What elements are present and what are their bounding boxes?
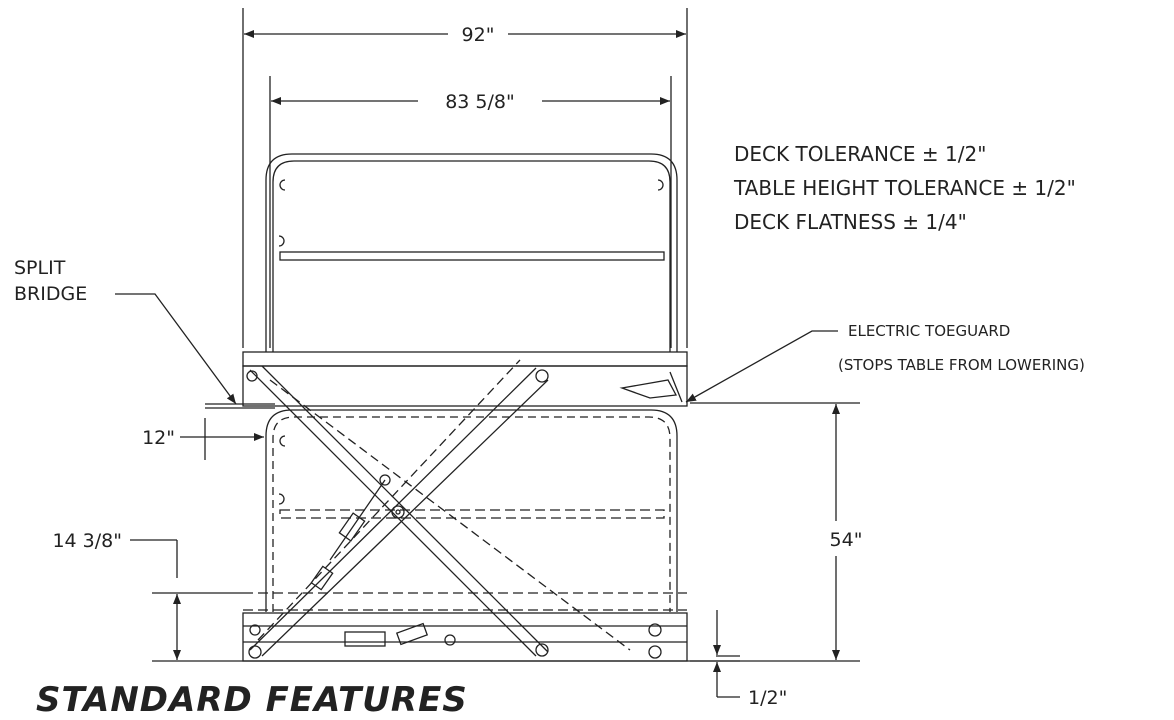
scissor-arm-a1: [249, 369, 537, 657]
base-pivot-left: [248, 645, 262, 659]
upper-pivot-left: [246, 370, 258, 382]
upper-mid-rail: [279, 251, 665, 261]
dimension-83-label: 83 5/8": [445, 91, 515, 113]
scissor-arm-a2: [261, 365, 549, 653]
base-pump-unit: [344, 631, 386, 647]
base-roller-2: [648, 623, 662, 637]
upper-rail-hook-left-2: [278, 235, 285, 247]
base-roller-4: [444, 634, 456, 646]
upper-roller-right: [535, 369, 549, 383]
leader-split-bridge: [115, 293, 237, 405]
lower-guard-rail: [265, 409, 678, 612]
split-bridge-label-line1: SPLIT: [14, 257, 66, 279]
upper-deck: [242, 351, 688, 367]
cylinder-rod: [329, 479, 386, 561]
upper-guard-rail: [265, 153, 678, 352]
leader-electric-toeguard: [685, 330, 838, 403]
scissor-arm-dashed: [257, 359, 521, 641]
base-pump-unit-2: [395, 622, 429, 646]
table-height-tolerance-note: TABLE HEIGHT TOLERANCE ± 1/2": [734, 176, 1076, 200]
lower-rail-hook-left-2: [278, 493, 285, 505]
scissor-center-pivot: [391, 505, 405, 519]
lower-guard-rail-inner: [272, 416, 671, 612]
base-frame: [242, 612, 688, 662]
dimension-92-label: 92": [462, 24, 495, 46]
dimension-14-label: 14 3/8": [52, 530, 122, 552]
lower-mid-rail: [279, 509, 665, 519]
upper-rail-hook-left: [279, 179, 286, 191]
deck-tolerance-note: DECK TOLERANCE ± 1/2": [734, 142, 987, 166]
cylinder-mount: [379, 474, 391, 486]
deck-flatness-note: DECK FLATNESS ± 1/4": [734, 210, 967, 234]
section-heading: STANDARD FEATURES: [36, 680, 468, 720]
base-roller: [535, 643, 549, 657]
base-roller-3: [648, 645, 662, 659]
toeguard-edge: [669, 371, 683, 403]
dimension-54-label: 54": [830, 529, 863, 551]
scissor-arm-b2: [261, 379, 549, 657]
dimension-12-label: 12": [142, 427, 175, 449]
scissor-center-pivot-inner: [395, 509, 401, 515]
upper-guard-rail-inner: [272, 160, 671, 352]
scissor-arm-dashed-b: [269, 379, 631, 651]
upper-rail-hook-right: [657, 179, 664, 191]
split-bridge-label-line2: BRIDGE: [14, 283, 88, 305]
hydraulic-cylinder-2: [310, 565, 334, 591]
electric-toeguard-sublabel: (STOPS TABLE FROM LOWERING): [838, 356, 1085, 374]
dimension-half-label: 1/2": [748, 687, 787, 709]
upper-deck-frame: [242, 365, 688, 407]
electric-toeguard-label: ELECTRIC TOEGUARD: [848, 322, 1011, 340]
lower-rail-hook-left: [279, 435, 286, 447]
base-pivot-left-top: [249, 624, 261, 636]
electric-toeguard-bracket: [619, 379, 678, 399]
